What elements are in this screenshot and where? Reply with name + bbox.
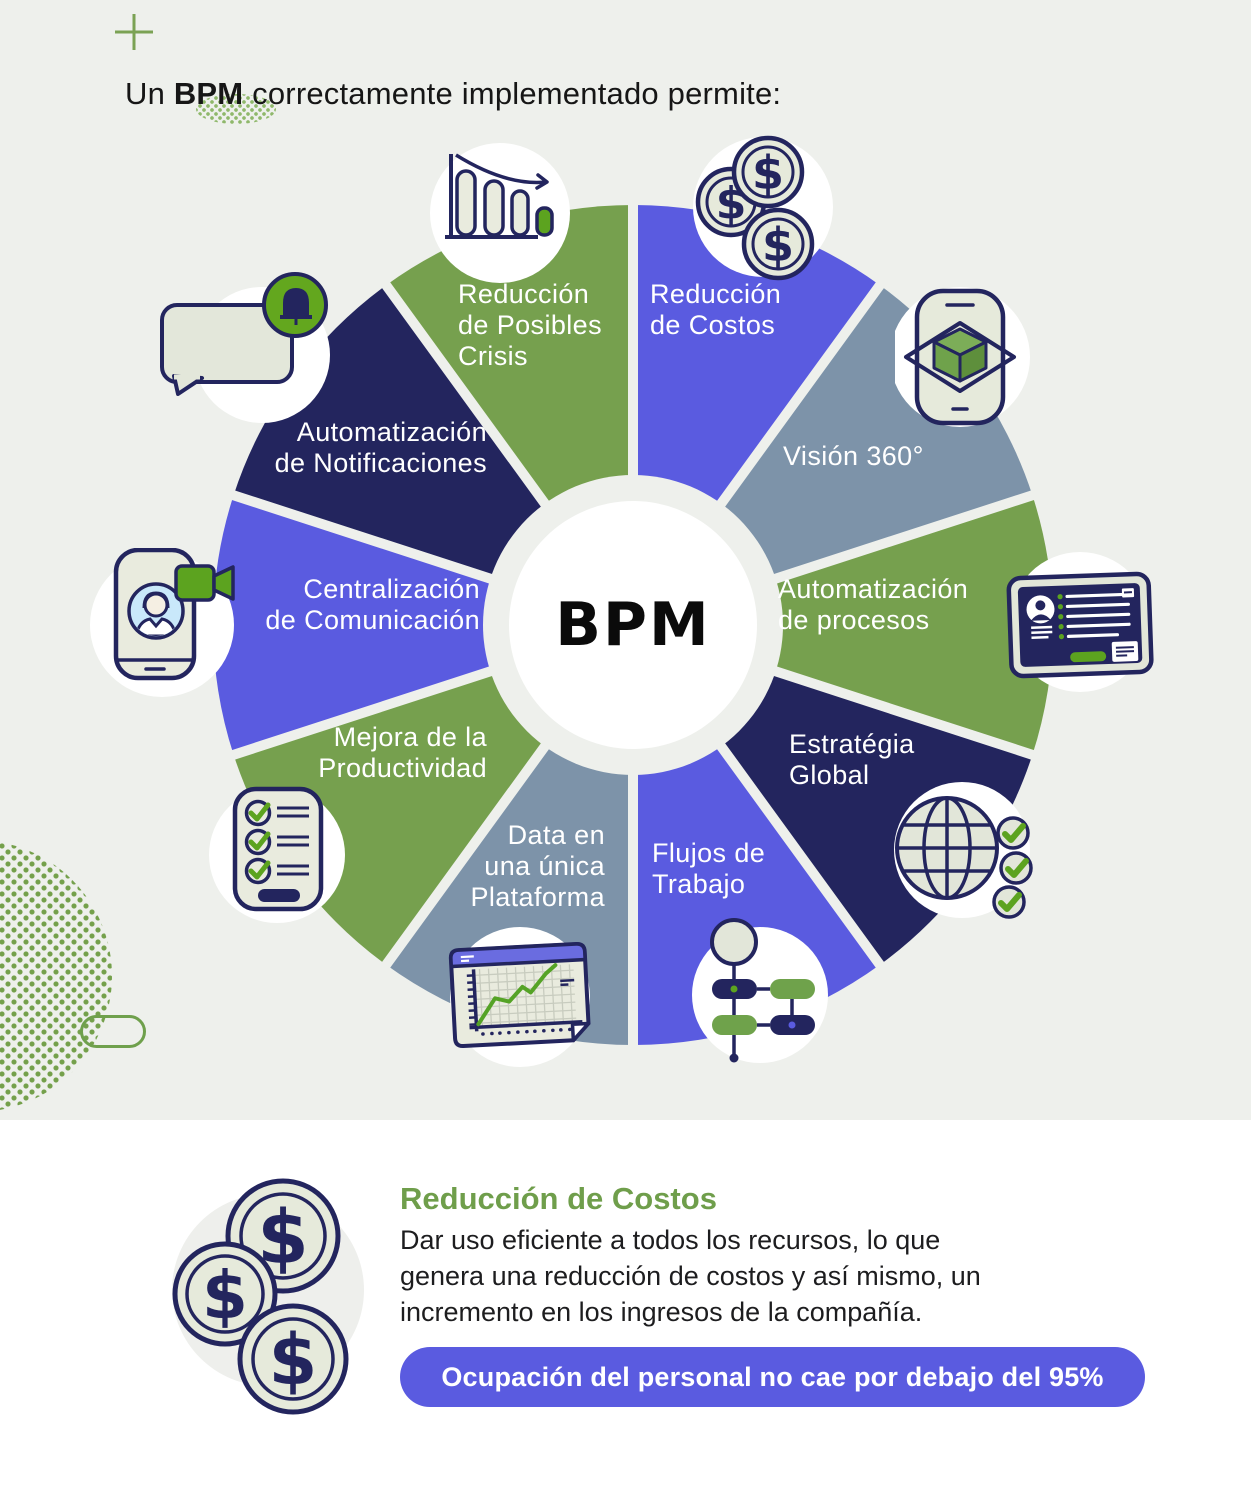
stat-badge: Ocupación del personal no cae por debajo… [400, 1347, 1145, 1407]
wheel-center-label: BPM [555, 590, 711, 660]
dashboard-tablet-icon [1006, 552, 1154, 692]
detail-coins-icon: $ $ $ [172, 1178, 349, 1415]
mobile-3d-view-icon [895, 287, 1030, 427]
detail-body-line: incremento en los ingresos de la compañí… [400, 1297, 923, 1327]
chart-report-icon [448, 927, 591, 1067]
detail-body-line: genera una reducción de costos y así mis… [400, 1261, 981, 1291]
chat-notification-icon [160, 272, 330, 423]
detail-body-line: Dar uso eficiente a todos los recursos, … [400, 1225, 941, 1255]
detail-heading: Reducción de Costos [400, 1181, 717, 1216]
wheel-segment-automatizacion-de-procesos [633, 495, 1053, 755]
title-bpm: BPM [173, 76, 244, 111]
workflow-icon [692, 918, 828, 1063]
page-title: Un BPM correctamente implementado permit… [125, 76, 781, 112]
label-vision-360: Visión 360° [783, 441, 924, 471]
svg-text:$: $ [752, 146, 784, 200]
wheel-center-circle [509, 501, 757, 749]
plus-icon [115, 14, 153, 50]
video-call-phone-icon [90, 548, 235, 697]
coins-icon: $ $ $ [693, 135, 833, 281]
detail-body: Dar uso eficiente a todos los recursos, … [400, 1222, 981, 1330]
svg-text:$: $ [269, 1319, 318, 1401]
wheel-segment-centralizacion-comunicacion [213, 495, 634, 755]
checklist-icon [209, 786, 345, 923]
title-rest: correctamente implementado permite: [243, 76, 782, 111]
dotted-blob-decoration [196, 94, 276, 124]
svg-text:$: $ [202, 1257, 248, 1334]
declining-bars-icon [430, 143, 570, 283]
globe-checks-icon [894, 782, 1033, 919]
title-un: Un [125, 76, 174, 111]
outline-pill-decoration [80, 1015, 146, 1048]
svg-text:$: $ [762, 218, 794, 272]
